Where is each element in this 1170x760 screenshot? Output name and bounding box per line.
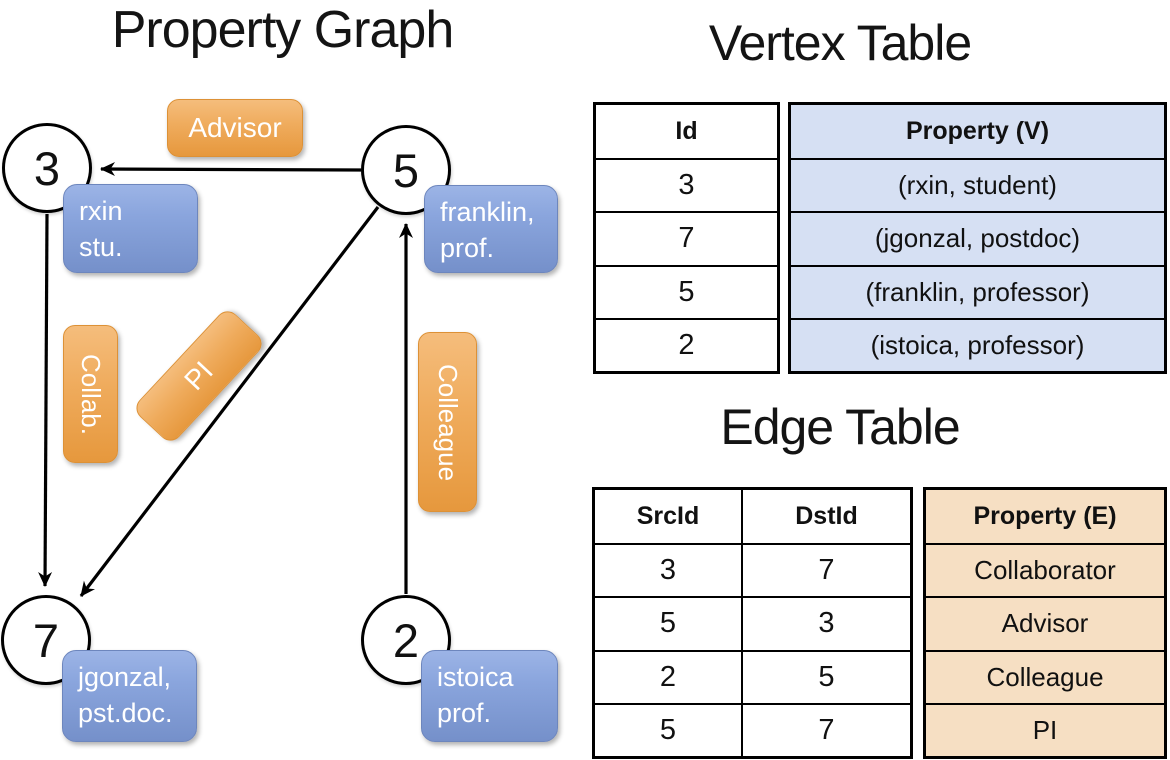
vertex-property-line: prof. xyxy=(440,232,495,263)
edge-table-src-cell: 5 xyxy=(595,702,743,756)
vertex-property-box-rxin: rxin stu. xyxy=(63,184,198,273)
edge-table-id-columns: SrcId DstId 3 7 5 3 2 5 5 7 xyxy=(592,487,913,759)
vertex-table-id-cell: 2 xyxy=(596,317,777,371)
vertex-property-box-franklin: franklin, prof. xyxy=(424,185,558,273)
vertex-property-line: stu. xyxy=(79,231,123,262)
vertex-table-property-cell: (rxin, student) xyxy=(791,158,1164,211)
vertex-table-id-header: Id xyxy=(675,117,698,146)
vertex-property-line: rxin xyxy=(79,196,123,226)
edge-table-src-cell: 3 xyxy=(595,543,743,597)
vertex-table-property-cell: (jgonzal, postdoc) xyxy=(791,211,1164,264)
edge-table-property-cell: Advisor xyxy=(926,596,1164,649)
vertex-table-property-column: Property (V) (rxin, student) (jgonzal, p… xyxy=(788,102,1167,374)
edge-label-colleague: Colleague xyxy=(418,332,477,512)
property-graph-title: Property Graph xyxy=(111,1,455,59)
edge-label-collab: Collab. xyxy=(63,325,118,463)
edge-table-property-column: Property (E) Collaborator Advisor Collea… xyxy=(923,487,1167,759)
vertex-property-line: franklin, xyxy=(440,197,535,227)
vertex-table-id-column: Id 3 7 5 2 xyxy=(593,102,780,374)
vertex-property-line: istoica xyxy=(437,662,514,692)
edge-table-property-header: Property (E) xyxy=(973,502,1117,531)
graph-node-3: 3 xyxy=(2,123,92,213)
edge-collab-3-to-7 xyxy=(38,213,53,587)
vertex-property-line: jgonzal, xyxy=(78,662,172,692)
edge-label-text: Advisor xyxy=(188,112,282,143)
edge-table-dst-cell: 3 xyxy=(743,596,910,649)
edge-table-dst-header: DstId xyxy=(795,502,858,531)
vertex-table-property-header: Property (V) xyxy=(905,117,1050,146)
vertex-property-line: pst.doc. xyxy=(78,697,173,728)
edge-table-property-cell: Collaborator xyxy=(926,543,1164,596)
vertex-property-box-istoica: istoica prof. xyxy=(421,650,558,742)
vertex-table-property-cell: (istoica, professor) xyxy=(791,317,1164,371)
edge-pi-5-to-7 xyxy=(79,206,380,597)
vertex-table-property-cell: (franklin, professor) xyxy=(791,264,1164,318)
edge-table-src-cell: 5 xyxy=(595,596,743,650)
edge-label-text: PI xyxy=(178,355,219,396)
edge-label-advisor: Advisor xyxy=(167,99,303,157)
edge-table-src-cell: 2 xyxy=(595,649,743,703)
vertex-table-id-cell: 7 xyxy=(596,211,777,264)
edge-table-dst-cell: 5 xyxy=(743,649,910,703)
edge-table-property-cell: Colleague xyxy=(926,649,1164,703)
vertex-table-id-cell: 5 xyxy=(596,264,777,318)
vertex-property-line: prof. xyxy=(437,697,492,728)
vertex-table-id-cell: 3 xyxy=(596,158,777,211)
edge-table-title: Edge Table xyxy=(720,399,960,455)
vertex-table-title: Vertex Table xyxy=(708,15,972,71)
edge-table-dst-cell: 7 xyxy=(743,543,910,596)
vertex-property-box-jgonzal: jgonzal, pst.doc. xyxy=(62,650,197,742)
edge-table-src-header: SrcId xyxy=(595,490,743,544)
edge-table-dst-cell: 7 xyxy=(743,702,910,756)
edge-table-property-cell: PI xyxy=(926,702,1164,756)
edge-label-text: Collab. xyxy=(76,353,106,435)
edge-label-text: Colleague xyxy=(433,363,463,481)
edge-advisor-5-to-3 xyxy=(100,162,362,177)
